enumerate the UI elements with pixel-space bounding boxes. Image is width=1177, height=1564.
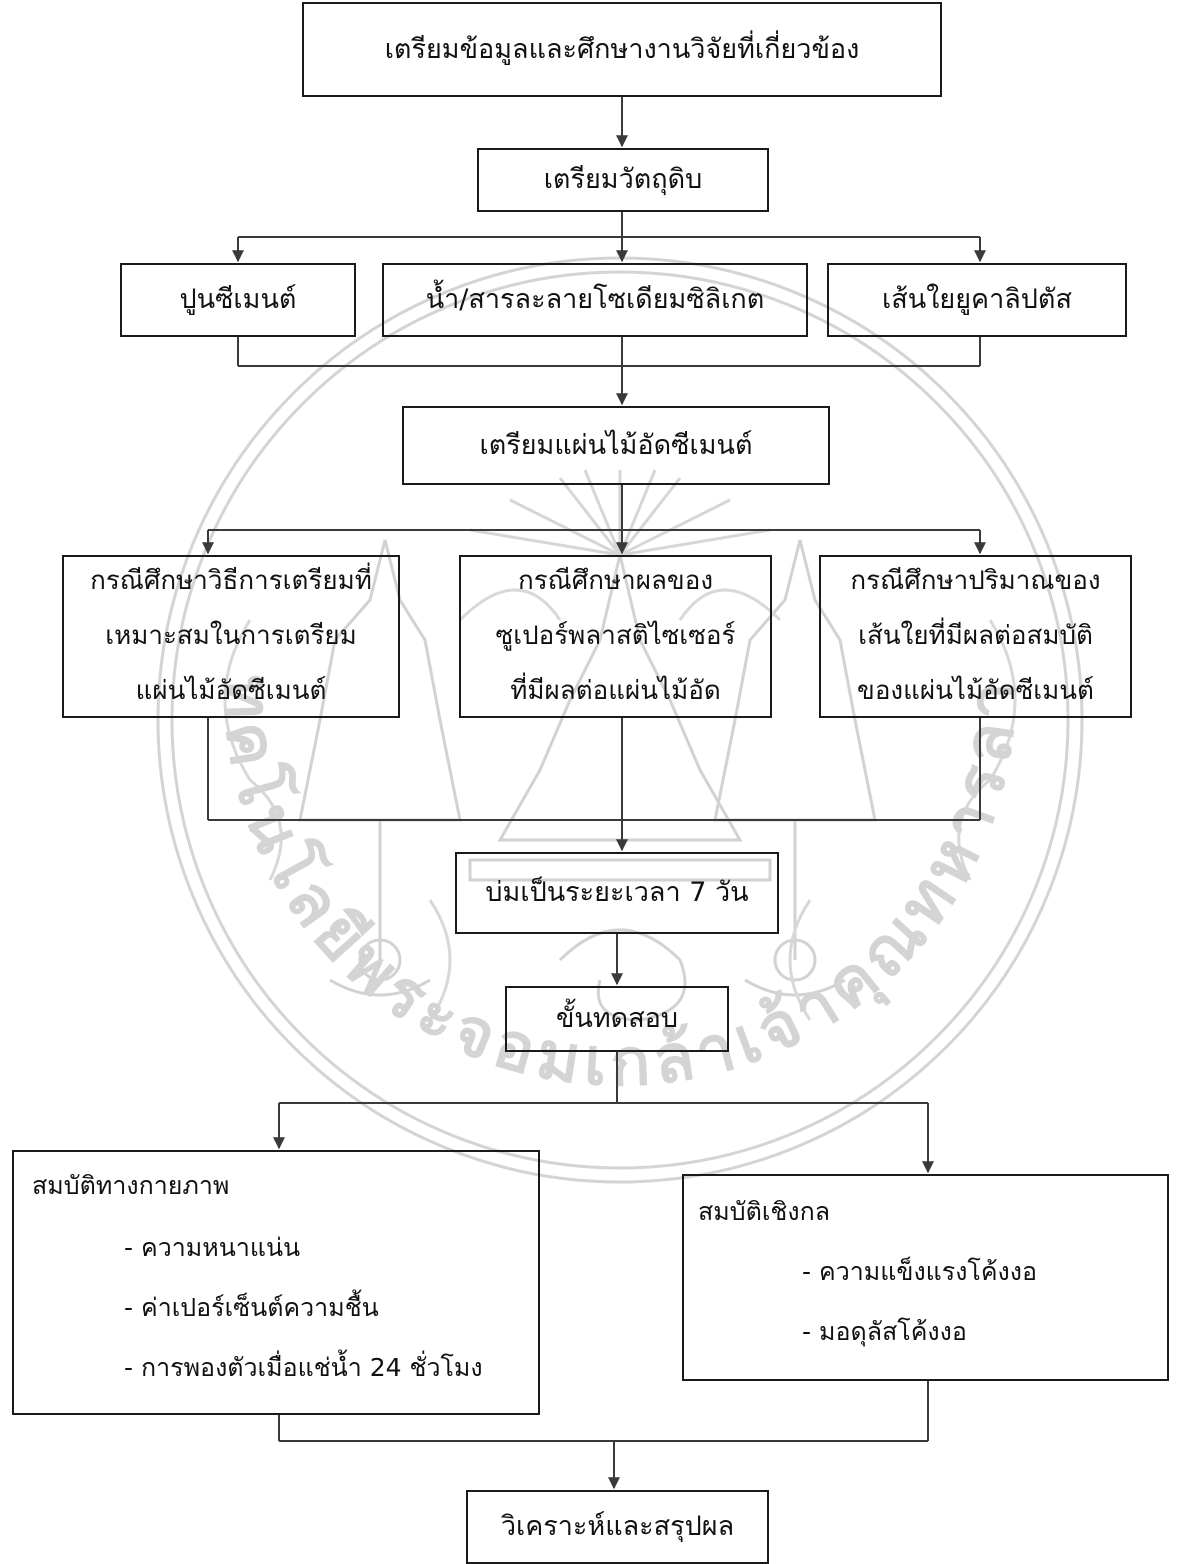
physical-item-swelling: - การพองตัวเมื่อแช่น้ำ 24 ชั่วโมง	[124, 1353, 483, 1382]
material-water-silicate-text: น้ำ/สารละลายโซเดียมซิลิเกต	[425, 284, 765, 316]
material-fiber-text: เส้นใยยูคาลิปตัส	[882, 284, 1072, 316]
step-prepare-data: เตรียมข้อมูลและศึกษางานวิจัยที่เกี่ยวข้อ…	[302, 2, 942, 97]
step-cure-text: บ่มเป็นระยะเวลา 7 วัน	[485, 877, 749, 909]
material-fiber: เส้นใยยูคาลิปตัส	[827, 263, 1127, 337]
case-3-line-2: เส้นใยที่มีผลต่อสมบัติ	[858, 621, 1093, 651]
case-1-line-2: เหมาะสมในการเตรียม	[105, 621, 357, 651]
case-box-3: กรณีศึกษาปริมาณของ เส้นใยที่มีผลต่อสมบัต…	[819, 555, 1132, 718]
material-cement: ปูนซีเมนต์	[120, 263, 356, 337]
material-water-silicate: น้ำ/สารละลายโซเดียมซิลิเกต	[382, 263, 808, 337]
mechanical-properties-box: สมบัติเชิงกล - ความแข็งแรงโค้งงอ - มอดุล…	[682, 1174, 1169, 1381]
case-2-line-2: ซูเปอร์พลาสติไซเซอร์	[495, 621, 736, 651]
step-prepare-data-text: เตรียมข้อมูลและศึกษางานวิจัยที่เกี่ยวข้อ…	[384, 33, 860, 65]
mechanical-properties-title: สมบัติเชิงกล	[698, 1197, 831, 1226]
mechanical-item-flexural-strength: - ความแข็งแรงโค้งงอ	[802, 1257, 1037, 1286]
step-test-text: ขั้นทดสอบ	[555, 1003, 679, 1035]
physical-properties-title: สมบัติทางกายภาพ	[32, 1171, 230, 1200]
case-2-line-3: ที่มีผลต่อแผ่นไม้อัด	[510, 676, 721, 706]
seal-scrolls	[223, 588, 1017, 1021]
case-2-line-1: กรณีศึกษาผลของ	[517, 566, 714, 596]
step-raw-materials: เตรียมวัตถุดิบ	[477, 148, 769, 212]
step-test: ขั้นทดสอบ	[505, 986, 729, 1052]
seal-sunburst	[469, 469, 771, 557]
case-box-2: กรณีศึกษาผลของ ซูเปอร์พลาสติไซเซอร์ ที่ม…	[459, 555, 772, 718]
step-cure: บ่มเป็นระยะเวลา 7 วัน	[455, 852, 779, 934]
case-3-line-3: ของแผ่นไม้อัดซีเมนต์	[857, 676, 1094, 706]
case-box-1: กรณีศึกษาวิธีการเตรียมที่ เหมาะสมในการเต…	[62, 555, 400, 718]
case-1-line-1: กรณีศึกษาวิธีการเตรียมที่	[90, 566, 372, 596]
step-analyze-text: วิเคราะห์และสรุปผล	[500, 1511, 735, 1543]
step-prepare-board-text: เตรียมแผ่นไม้อัดซีเมนต์	[479, 429, 753, 461]
physical-item-density: - ความหนาแน่น	[124, 1233, 301, 1262]
physical-item-moisture: - ค่าเปอร์เซ็นต์ความชื้น	[124, 1293, 379, 1322]
mechanical-item-flexural-modulus: - มอดุลัสโค้งงอ	[802, 1317, 967, 1346]
step-prepare-board: เตรียมแผ่นไม้อัดซีเมนต์	[402, 406, 830, 485]
physical-properties-box: สมบัติทางกายภาพ - ความหนาแน่น - ค่าเปอร์…	[12, 1150, 540, 1415]
step-analyze: วิเคราะห์และสรุปผล	[466, 1490, 769, 1564]
case-1-line-3: แผ่นไม้อัดซีเมนต์	[135, 676, 327, 706]
case-3-line-1: กรณีศึกษาปริมาณของ	[850, 566, 1101, 596]
step-raw-materials-text: เตรียมวัตถุดิบ	[543, 164, 703, 196]
material-cement-text: ปูนซีเมนต์	[179, 284, 297, 316]
